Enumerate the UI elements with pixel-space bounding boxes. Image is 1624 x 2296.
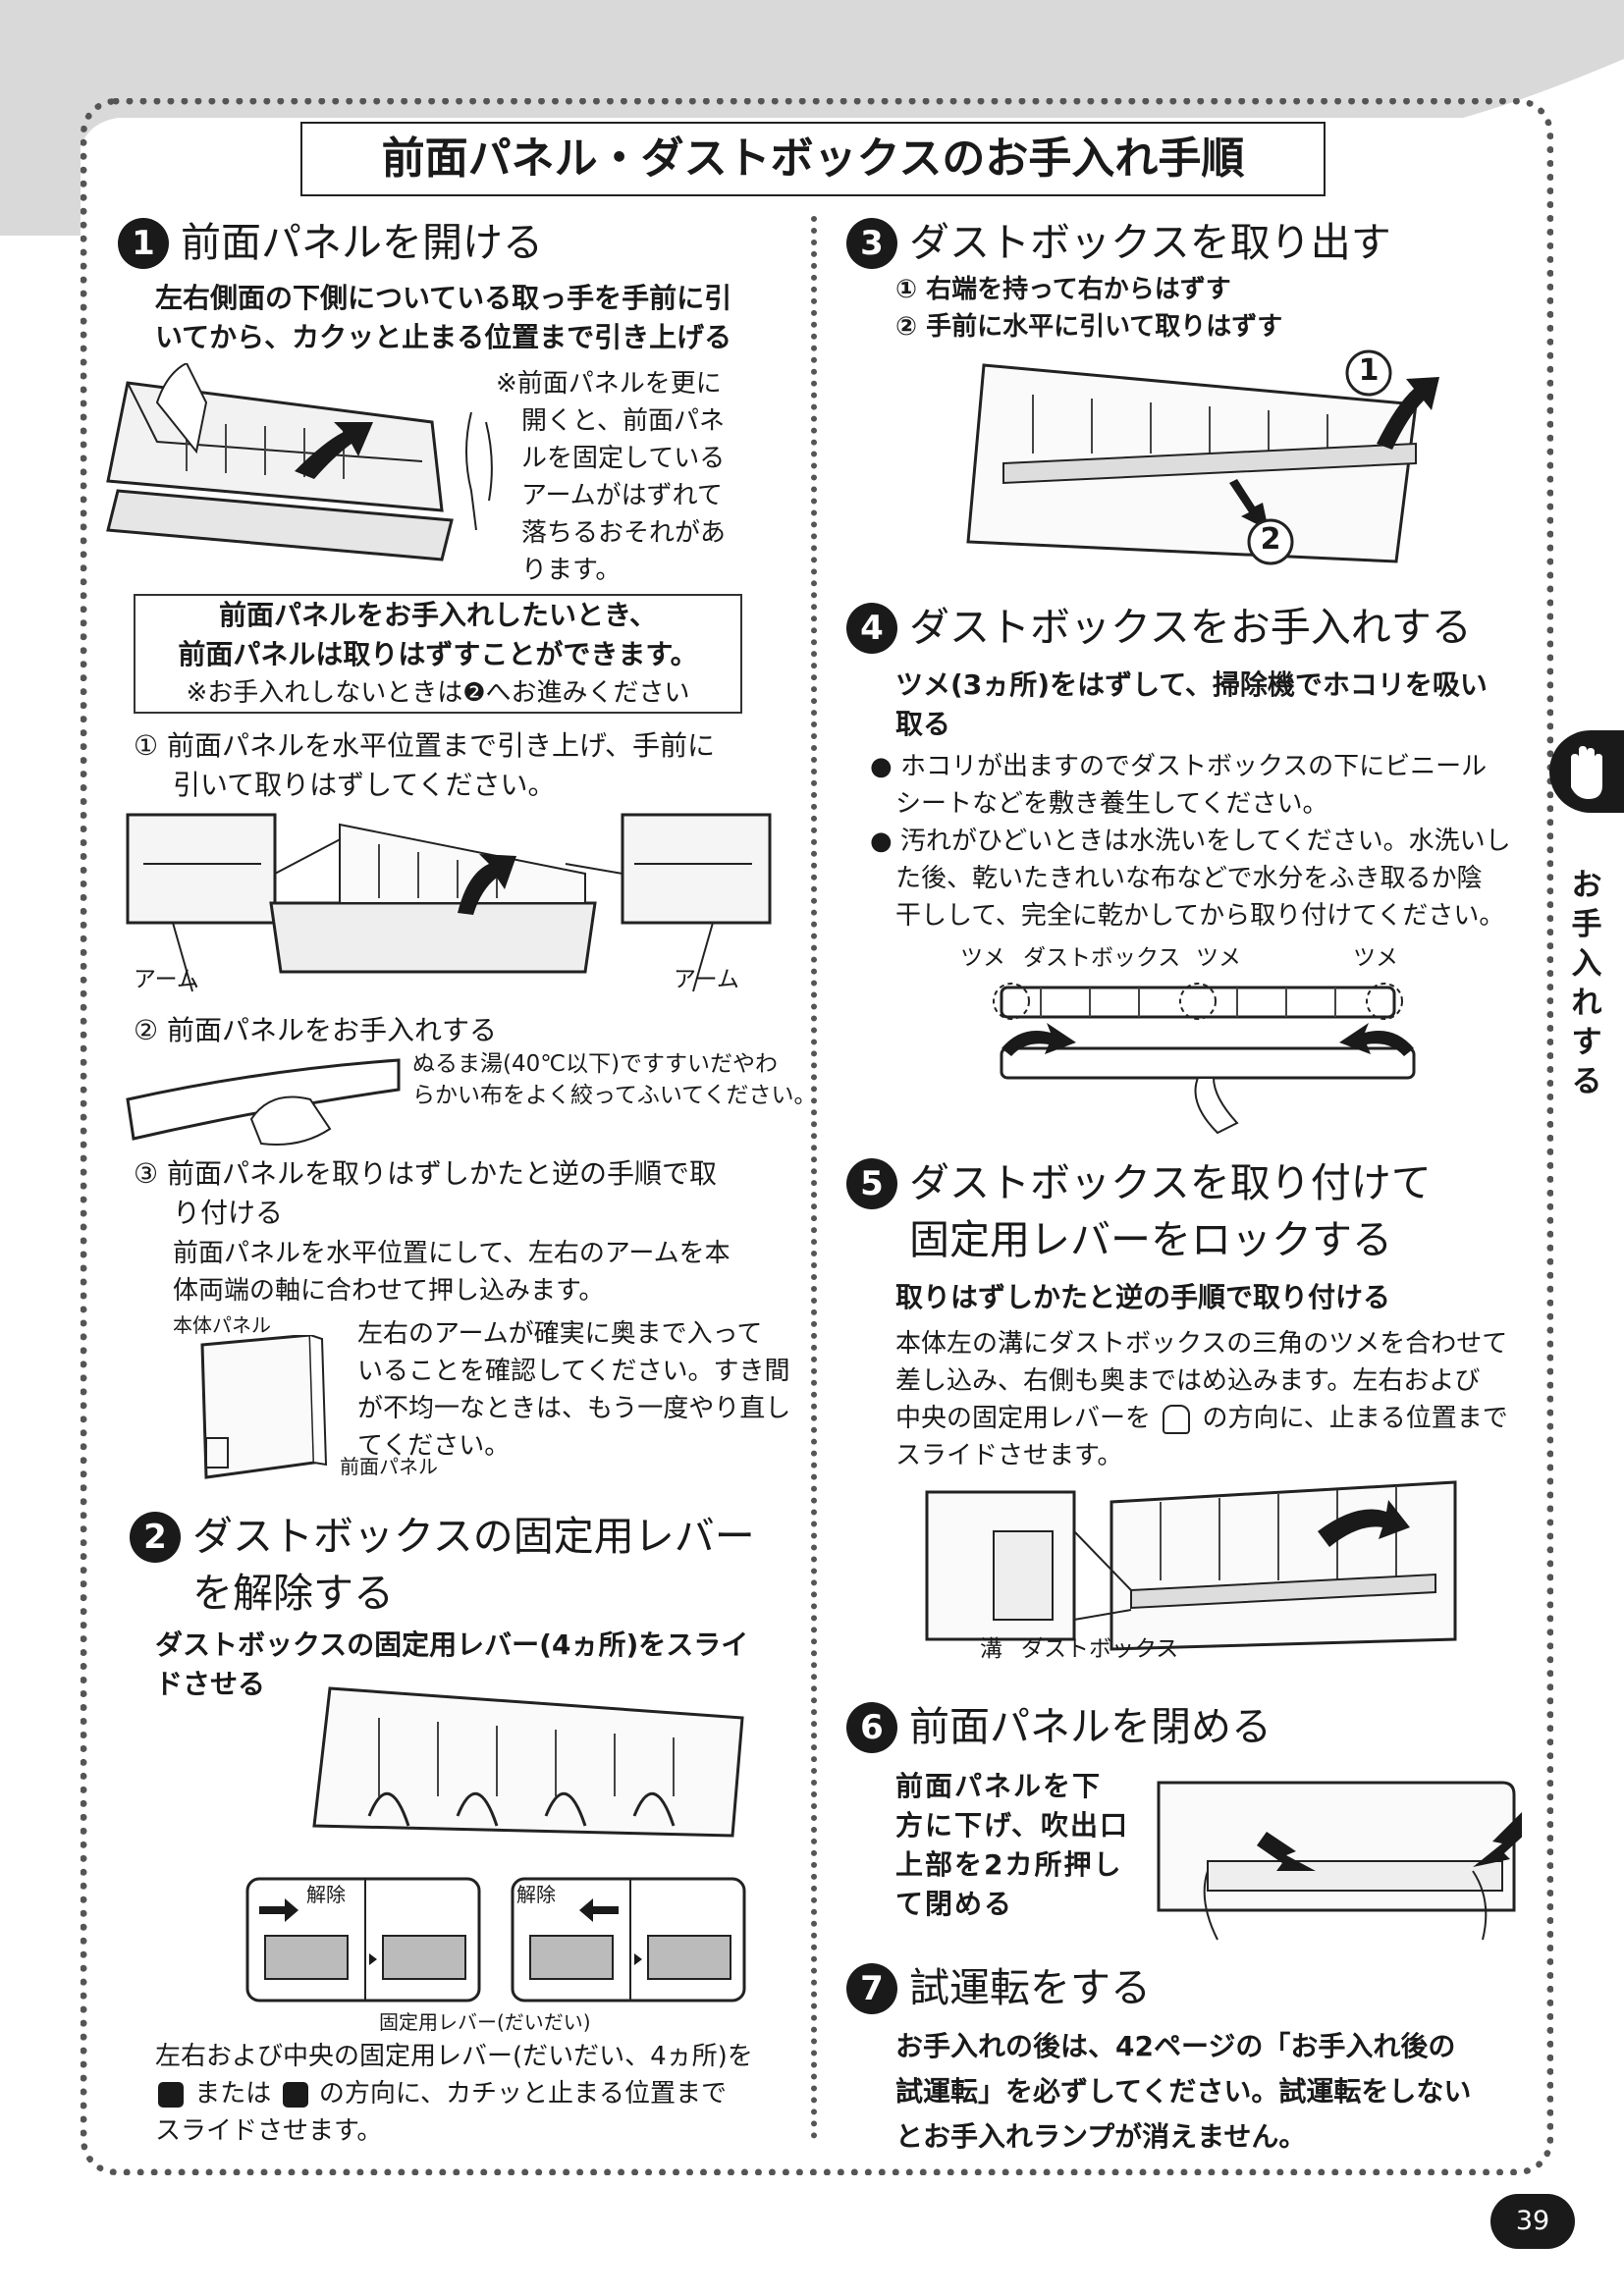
open-panel-illustration (106, 363, 454, 561)
label-tsume-3: ツメ (1353, 945, 1398, 971)
lever-detail-illustration (245, 1877, 746, 2002)
lever-label: 固定用レバー(だいだい) (379, 2010, 591, 2034)
step6-body: 前面パネルを下 方に下げ、吹出口 上部を2カ所押し て閉める (895, 1770, 1130, 1920)
step1-sub1: ① 前面パネルを水平位置まで引き上げ、手前に 引いて取りはずしてください。 (134, 729, 716, 801)
step1-title: 前面パネルを開ける (181, 219, 543, 266)
release-label-2: 解除 (516, 1883, 556, 1906)
step1-sub3: ③ 前面パネルを取りはずしかたと逆の手順で取 り付ける (134, 1157, 718, 1229)
dustbox-clean-illustration (993, 983, 1416, 1135)
step1-sub2-note: ぬるま湯(40℃以下)ですすいだやわ らかい布をよく絞ってふいてください。 (412, 1051, 817, 1108)
step5-title: ダストボックスを取り付けて 固定用レバーをロックする (909, 1159, 1432, 1263)
step6-title: 前面パネルを閉める (909, 1703, 1272, 1750)
hand-icon (1571, 746, 1602, 799)
hand-illustration (465, 412, 493, 530)
step3-items: ① 右端を持って右からはずす ② 手前に水平に引いて取りはずす (895, 275, 1283, 342)
step1-header: 1 前面パネルを開ける (118, 214, 543, 271)
side-tab-label: お手入れする (1571, 868, 1602, 1099)
unlock-icon-alt (282, 2081, 308, 2108)
column-divider (811, 216, 817, 2140)
remove-dustbox-illustration (966, 349, 1439, 565)
label-body-panel: 本体パネル (173, 1313, 271, 1337)
remove-panel-illustration (126, 813, 772, 992)
panel-gap-illustration (200, 1335, 328, 1479)
background-corner-shape (0, 0, 1624, 236)
step5-lead: 取りはずしかたと逆の手順で取り付ける (895, 1281, 1391, 1313)
step2-lead: ダストボックスの固定用レバー(4ヵ所)をスライ ドさせる (155, 1629, 749, 1700)
removal-notice-box: 前面パネルをお手入れしたいとき、 前面パネルは取りはずすことができます。 ※お手… (134, 594, 742, 714)
label-front-panel: 前面パネル (340, 1455, 438, 1478)
arm-label-right: アーム (674, 967, 739, 992)
bullet-item: ● 汚れがひどいときは水洗いをしてください。水洗いし た後、乾いたきれいな布など… (870, 827, 1511, 931)
lever-unit-illustration (312, 1686, 744, 1838)
install-dustbox-illustration (925, 1480, 1457, 1651)
step1-sub2: ② 前面パネルをお手入れする (134, 1014, 498, 1046)
step3-mark-1: 1 (1358, 353, 1380, 388)
step3-number: 3 (846, 218, 897, 269)
step1-number: 1 (118, 218, 169, 269)
step5-number: 5 (846, 1158, 897, 1209)
page-title: 前面パネル・ダストボックスのお手入れ手順 (300, 122, 1326, 196)
step2-body: 左右および中央の固定用レバー(だいだい、4ヵ所)を または の方向に、カチッと止… (155, 2042, 753, 2146)
step1-caution-note: ※前面パネルを更に 開くと、前面パネ ルを固定している アームがはずれて 落ちる… (496, 369, 727, 585)
label-dustbox-5: ダストボックス (1021, 1636, 1179, 1662)
arm-label-left: アーム (134, 967, 199, 992)
lock-icon (1163, 1404, 1191, 1434)
step1-sub3-note: 左右のアームが確実に奥まで入って いることを確認してください。すき間 が不均一な… (357, 1319, 791, 1461)
step4-bullets: ● ホコリが出ますのでダストボックスの下にビニール シートなどを敷き養生してくだ… (870, 748, 1528, 934)
step3-mark-2: 2 (1260, 522, 1281, 557)
label-tsume-2: ツメ (1196, 945, 1241, 971)
step2-number: 2 (130, 1512, 181, 1563)
dotted-frame (81, 98, 1553, 2175)
close-panel-illustration (1157, 1781, 1522, 1941)
step7-title: 試運転をする (909, 1964, 1151, 2011)
step1-sub3-body: 前面パネルを水平位置にして、左右のアームを本 体両端の軸に合わせて押し込みます。 (173, 1239, 731, 1306)
step4-lead: ツメ(3ヵ所)をはずして、掃除機でホコリを吸い 取る (895, 668, 1488, 740)
step7-number: 7 (846, 1963, 897, 2014)
side-tab (1549, 730, 1624, 813)
step2-title: ダストボックスの固定用レバー を解除する (192, 1513, 755, 1617)
step6-number: 6 (846, 1702, 897, 1753)
step5-header: 5 ダストボックスを取り付けて 固定用レバーをロックする (846, 1154, 1432, 1268)
label-tsume-1: ツメ (960, 945, 1005, 971)
unlock-icon (158, 2081, 184, 2108)
step7-body: お手入れの後は、42ページの「お手入れ後の 試運転」を必ずしてください。試運転を… (895, 2030, 1472, 2153)
step4-header: 4 ダストボックスをお手入れする (846, 599, 1472, 656)
step1-lead: 左右側面の下側についている取っ手を手前に引 いてから、カクッと止まる位置まで引き… (155, 282, 732, 353)
wipe-panel-illustration (126, 1058, 401, 1146)
step3-header: 3 ダストボックスを取り出す (846, 214, 1391, 271)
step4-number: 4 (846, 603, 897, 654)
page-number: 39 (1490, 2194, 1575, 2249)
label-groove: 溝 (980, 1636, 1002, 1662)
step3-title: ダストボックスを取り出す (909, 219, 1391, 266)
step5-body: 本体左の溝にダストボックスの三角のツメを合わせて 差し込み、右側も奥まではめ込み… (895, 1329, 1508, 1470)
step2-header: 2 ダストボックスの固定用レバー を解除する (130, 1508, 755, 1622)
bullet-item: ● ホコリが出ますのでダストボックスの下にビニール シートなどを敷き養生してくだ… (870, 752, 1488, 819)
step6-header: 6 前面パネルを閉める (846, 1698, 1272, 1755)
step4-title: ダストボックスをお手入れする (909, 604, 1472, 651)
release-label-1: 解除 (306, 1883, 346, 1906)
step7-header: 7 試運転をする (846, 1959, 1151, 2016)
label-dustbox: ダストボックス (1023, 945, 1181, 971)
